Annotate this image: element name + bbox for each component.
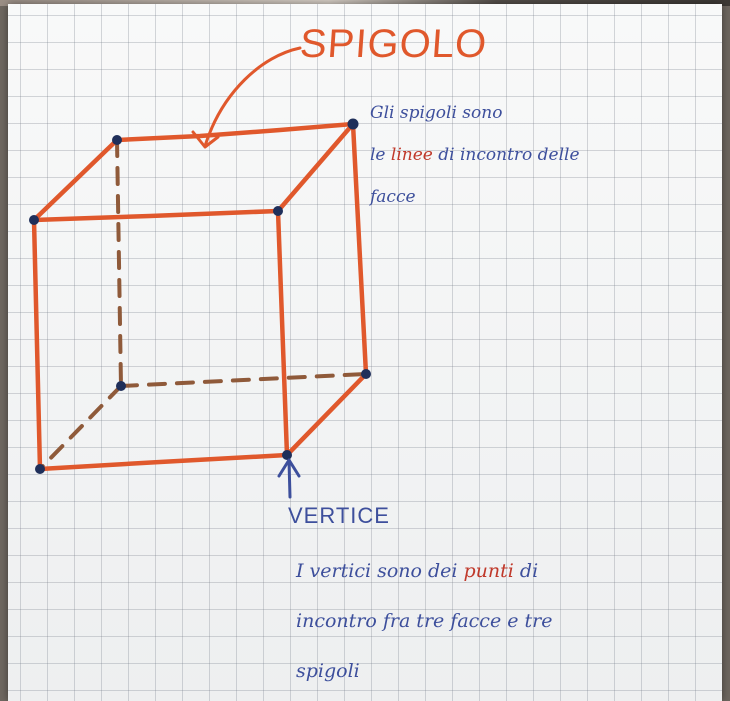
cube-edge-back-right [353, 124, 366, 374]
note-line: spigoli [296, 646, 552, 696]
cube-edge-top-back [117, 124, 353, 140]
note-line: incontro fra tre facce e tre [296, 596, 552, 646]
arrow-up-icon [279, 460, 299, 497]
vertici-definition-note: I vertici sono dei punti di incontro fra… [296, 546, 552, 696]
highlighted-word: linee [391, 145, 433, 165]
vertex-dot [361, 369, 371, 379]
note-line: facce [370, 176, 580, 218]
vertex-dot [273, 206, 283, 216]
cube-edge-top-right [278, 124, 353, 211]
note-text: di [514, 560, 538, 582]
vertex-dot [116, 381, 126, 391]
vertex-dot [35, 464, 45, 474]
hidden-edge-vertical [117, 140, 121, 386]
note-text: le [370, 145, 391, 165]
note-line: le linee di incontro delle [370, 134, 580, 176]
cube-edge-front-right [278, 211, 287, 455]
spigoli-definition-note: Gli spigoli sono le linee di incontro de… [370, 92, 580, 218]
cube-edge-top-left [34, 140, 117, 220]
cube-edge-front-left [34, 220, 40, 469]
vertex-dot [348, 119, 359, 130]
note-line: Gli spigoli sono [370, 92, 580, 134]
hidden-edge-horizontal [121, 374, 366, 386]
hidden-edge-diagonal [40, 386, 121, 469]
cube-edge-top-front [34, 211, 278, 220]
vertex-dot [282, 450, 292, 460]
cube-edge-bottom-right [287, 374, 366, 455]
note-text: di incontro delle [433, 145, 580, 165]
highlighted-word: punti [464, 560, 514, 582]
note-text: I vertici sono dei [296, 560, 464, 582]
cube-edge-bottom-front [40, 455, 287, 469]
vertex-dot [29, 215, 39, 225]
note-line: I vertici sono dei punti di [296, 546, 552, 596]
vertice-label: VERTICE [288, 503, 390, 529]
spigolo-label: SPIGOLO [298, 22, 488, 67]
vertex-dot [112, 135, 122, 145]
